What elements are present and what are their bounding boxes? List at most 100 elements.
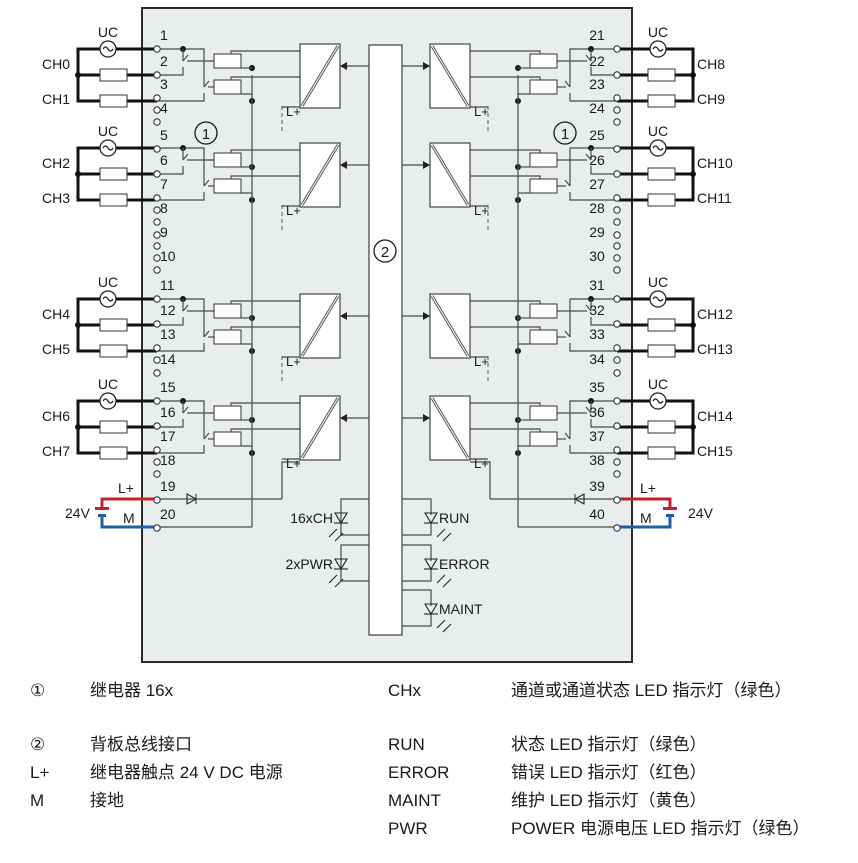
channel-label: CH6 bbox=[42, 408, 70, 424]
terminal-number: 34 bbox=[589, 351, 605, 367]
terminal bbox=[613, 118, 621, 126]
terminal bbox=[613, 94, 621, 102]
terminal-number: 6 bbox=[160, 152, 168, 168]
legend-key: RUN bbox=[388, 735, 425, 754]
load-resistor bbox=[99, 94, 128, 108]
relay-contact-wire bbox=[157, 298, 205, 337]
channel-label: CH15 bbox=[697, 443, 733, 459]
lplus-label: L+ bbox=[286, 203, 301, 218]
led-wire bbox=[402, 498, 432, 515]
supply-negative-wire bbox=[100, 516, 157, 529]
callout-relay-right-label: 1 bbox=[561, 126, 569, 143]
relay-coil bbox=[213, 79, 242, 95]
terminal bbox=[613, 266, 621, 274]
led-label: RUN bbox=[439, 510, 469, 526]
terminal bbox=[613, 524, 621, 532]
led-wire bbox=[402, 569, 432, 582]
coil-wire bbox=[470, 402, 541, 406]
terminal bbox=[153, 242, 161, 250]
terminal bbox=[613, 422, 621, 430]
arrow-icon bbox=[340, 414, 347, 422]
legend-key: ① bbox=[30, 681, 46, 700]
terminal-number: 10 bbox=[160, 248, 176, 264]
relay-contact-wire bbox=[157, 192, 205, 201]
coil-wire bbox=[230, 402, 300, 406]
led-icon bbox=[424, 558, 438, 571]
relay-switch bbox=[564, 179, 571, 187]
channel-label: CH14 bbox=[697, 408, 733, 424]
terminal bbox=[613, 45, 621, 53]
led-2xpwr bbox=[328, 558, 348, 588]
callout-backplane bbox=[373, 239, 397, 263]
terminal-number: 20 bbox=[160, 506, 176, 522]
relay-contact-wire bbox=[157, 400, 205, 439]
terminal-number: 7 bbox=[160, 176, 168, 192]
terminal-number: 11 bbox=[160, 277, 175, 293]
legend-key: M bbox=[30, 791, 45, 810]
arrow-icon bbox=[423, 312, 430, 320]
spare-terminal bbox=[613, 231, 621, 239]
terminal-number: 18 bbox=[160, 452, 176, 468]
load-resistor bbox=[647, 167, 676, 181]
led-icon bbox=[334, 558, 348, 571]
load-resistor bbox=[99, 420, 128, 434]
spare-terminal bbox=[613, 254, 621, 262]
relay-contact-wire bbox=[569, 93, 617, 102]
terminal-number: 39 bbox=[589, 478, 605, 494]
coil-wire bbox=[470, 300, 541, 304]
callout-relay-right bbox=[553, 121, 577, 145]
converter-diagonal bbox=[431, 144, 469, 206]
relay-switch bbox=[564, 330, 571, 338]
spare-terminal bbox=[153, 231, 161, 239]
uc-label: UC bbox=[98, 376, 118, 392]
supply-voltage-label: 24V bbox=[688, 505, 714, 521]
converter-diagonal bbox=[301, 397, 339, 459]
battery-plate-positive bbox=[663, 507, 677, 510]
terminal-number: 22 bbox=[589, 53, 605, 69]
terminal-number: 4 bbox=[160, 100, 168, 116]
terminal-number: 13 bbox=[160, 326, 176, 342]
channel-label: CH0 bbox=[42, 56, 70, 72]
coil-wire bbox=[470, 50, 541, 54]
terminal-number: 17 bbox=[160, 428, 176, 444]
legend-key: ② bbox=[30, 735, 46, 754]
terminal-number: 21 bbox=[589, 27, 605, 43]
legend-key: PWR bbox=[388, 819, 428, 838]
terminal-number: 23 bbox=[589, 76, 605, 92]
relay-switch bbox=[564, 432, 571, 440]
terminal-number: 8 bbox=[160, 200, 168, 216]
relay-coil bbox=[213, 53, 242, 69]
legend-desc: 背板总线接口 bbox=[90, 735, 192, 754]
uc-label: UC bbox=[98, 24, 118, 40]
relay-switch bbox=[203, 179, 210, 187]
led-label: ERROR bbox=[439, 556, 490, 572]
relay-coil bbox=[529, 303, 558, 319]
light-arrow bbox=[436, 619, 446, 629]
relay-contact-wire bbox=[590, 166, 617, 175]
load-resistor bbox=[99, 68, 128, 82]
coil-wire bbox=[470, 175, 541, 179]
terminal bbox=[613, 344, 621, 352]
terminal-number: 16 bbox=[160, 404, 176, 420]
relay-coil bbox=[213, 405, 242, 421]
terminal bbox=[153, 94, 161, 102]
terminal bbox=[153, 524, 161, 532]
spare-terminal bbox=[153, 106, 161, 114]
terminal-number: 26 bbox=[589, 152, 605, 168]
ac-wave-icon bbox=[102, 296, 114, 302]
terminal bbox=[613, 145, 621, 153]
terminal-number: 36 bbox=[589, 404, 605, 420]
terminal bbox=[613, 397, 621, 405]
ac-wave-icon bbox=[652, 145, 664, 151]
terminal-number: 31 bbox=[589, 277, 605, 293]
terminal-number: 2 bbox=[160, 53, 168, 69]
channel-label: CH2 bbox=[42, 155, 70, 171]
light-arrow bbox=[328, 528, 338, 538]
terminal bbox=[153, 422, 161, 430]
terminal bbox=[153, 446, 161, 454]
terminal-number: 30 bbox=[589, 248, 605, 264]
terminal bbox=[153, 266, 161, 274]
lplus-label: L+ bbox=[286, 456, 301, 471]
relay-switch bbox=[585, 406, 592, 414]
light-arrow bbox=[436, 574, 446, 584]
